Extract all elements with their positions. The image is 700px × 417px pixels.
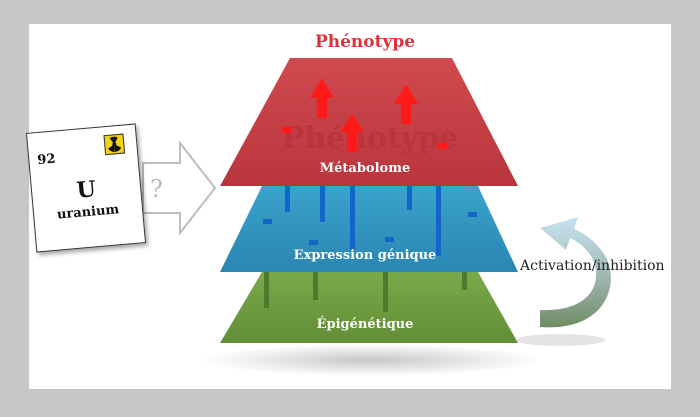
metabolome-label: Métabolome (319, 161, 411, 176)
epigenetic-pillars (264, 268, 467, 312)
layer-epigenetique (220, 272, 518, 343)
up-arrows (310, 78, 418, 152)
up-arrow-icon (310, 78, 334, 118)
layer-expression (220, 186, 518, 272)
epigenetique-label: Épigénétique (316, 317, 414, 332)
gene-expression-bars (263, 186, 477, 256)
question-mark: ? (150, 175, 163, 203)
question-arrow (142, 140, 217, 236)
activation-inhibition-label: Activation/inhibition (520, 258, 665, 274)
phenotype-watermark: Phénotype (282, 121, 459, 156)
up-arrow-icon (340, 114, 364, 152)
pyramid-shadow (200, 344, 540, 376)
radioactive-icon (103, 133, 126, 156)
atomic-number: 92 (36, 151, 57, 169)
uranium-element-card: 92 U uranium (25, 123, 147, 253)
phenotype-title: Phénotype (314, 32, 416, 52)
expression-label: Expression génique (293, 248, 437, 263)
up-arrow-icon (394, 84, 418, 124)
metabolite-marks (282, 127, 447, 149)
feedback-arrow (515, 217, 611, 346)
layer-metabolome (220, 58, 518, 186)
